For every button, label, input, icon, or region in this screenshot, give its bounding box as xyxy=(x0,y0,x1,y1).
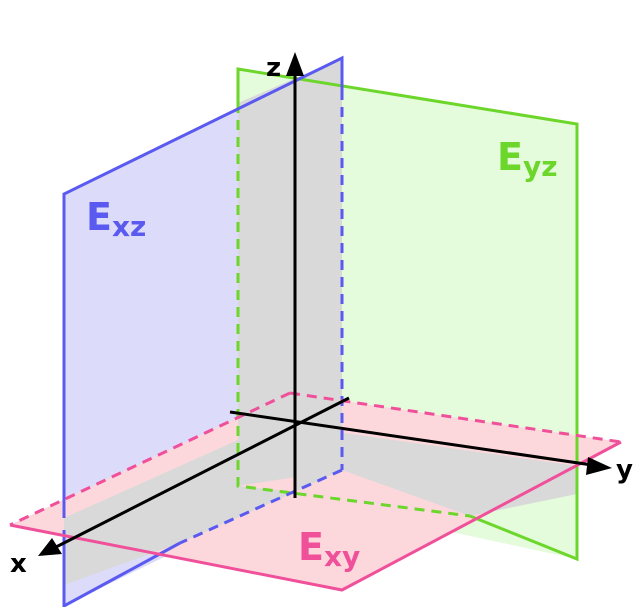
z-axis-label: z xyxy=(266,53,281,83)
x-axis xyxy=(55,396,350,549)
overlap-region-lower-right xyxy=(295,426,577,516)
y-axis-arrowhead xyxy=(586,457,612,475)
plane-yz-hidden-edge xyxy=(236,103,471,518)
z-axis-arrowhead xyxy=(286,52,304,76)
y-axis-label: y xyxy=(616,455,633,485)
plane-xz-edge xyxy=(62,55,344,518)
x-axis-label: x xyxy=(10,549,27,579)
plane-xy-label-sub: xy xyxy=(324,540,360,573)
plane-xz-label-sub: xz xyxy=(112,210,146,243)
overlap-region-lower-left xyxy=(64,440,295,585)
plane-xy-label-main: E xyxy=(298,525,324,569)
plane-xy-label: Exy xyxy=(298,525,360,573)
plane-yz-label-main: E xyxy=(497,135,523,179)
plane-xz-label: Exz xyxy=(86,195,146,243)
plane-yz-label-sub: yz xyxy=(523,150,558,183)
plane-yz-label: Eyz xyxy=(497,135,558,183)
overlap-region-upper xyxy=(238,58,342,486)
plane-xz-label-main: E xyxy=(86,195,112,239)
plane-xy-edge xyxy=(9,440,622,592)
plane-xz-front-edge xyxy=(62,530,181,607)
plane-yz-edge xyxy=(236,67,579,562)
x-axis-arrowhead xyxy=(38,538,62,556)
plane-xz-hidden-bottom-edge xyxy=(179,468,343,545)
y-axis xyxy=(229,410,593,467)
